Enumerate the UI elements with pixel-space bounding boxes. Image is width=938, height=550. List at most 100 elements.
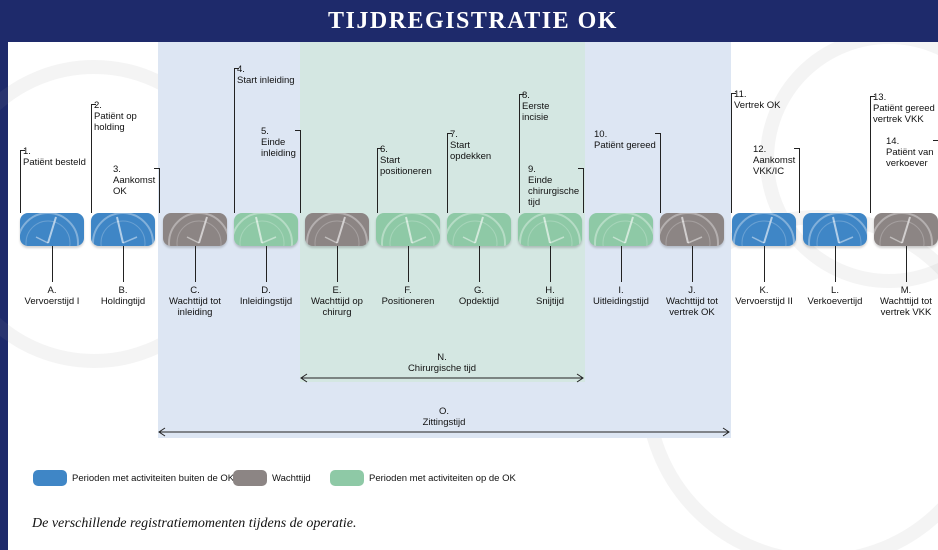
period-label: L. Verkoevertijd	[807, 285, 863, 307]
period-connector	[195, 246, 196, 282]
event-label: 2. Patiënt op holding	[94, 100, 137, 133]
span-label: O. Zittingstijd	[422, 406, 466, 428]
period-label: I. Uitleidingstijd	[593, 285, 649, 307]
period-label: C. Wachttijd tot inleiding	[169, 285, 221, 318]
event-bracket	[519, 94, 524, 95]
event-label: 14. Patiënt van verkoever	[886, 136, 934, 169]
period-tile	[732, 213, 796, 246]
period-connector	[906, 246, 907, 282]
event-label: 3. Aankomst OK	[113, 164, 156, 197]
clock-icon	[594, 213, 653, 246]
clock-icon	[733, 213, 795, 246]
period-label: J. Wachttijd tot vertrek OK	[666, 285, 718, 318]
event-marker-line	[519, 94, 520, 213]
event-bracket	[794, 148, 799, 149]
clock-icon	[306, 213, 368, 246]
legend-swatch-gray	[233, 470, 267, 486]
event-marker-line	[377, 148, 378, 213]
event-label: 8. Eerste incisie	[522, 90, 550, 123]
period-connector	[337, 246, 338, 282]
period-tile	[163, 213, 227, 246]
period-tile	[589, 213, 653, 246]
period-connector	[408, 246, 409, 282]
title-bar: TIJDREGISTRATIE OK	[8, 0, 938, 42]
period-tile	[91, 213, 155, 246]
event-label: 6. Start positioneren	[380, 144, 432, 177]
period-label: B. Holdingtijd	[100, 285, 146, 307]
event-bracket	[20, 150, 25, 151]
event-marker-line	[91, 104, 92, 213]
event-marker-line	[799, 148, 800, 213]
event-marker-line	[870, 96, 871, 213]
event-label: 12. Aankomst VKK/IC	[753, 144, 796, 177]
event-bracket	[91, 104, 96, 105]
period-tile	[874, 213, 938, 246]
clock-icon	[874, 213, 933, 246]
clock-icon	[808, 213, 867, 246]
event-bracket	[578, 168, 583, 169]
period-connector	[479, 246, 480, 282]
period-tile	[803, 213, 867, 246]
period-label: K. Vervoerstijd II	[735, 285, 793, 307]
event-marker-line	[234, 68, 235, 213]
clock-icon	[447, 213, 506, 246]
period-tile	[234, 213, 298, 246]
event-label: 10. Patiënt gereed	[594, 129, 656, 151]
period-label: M. Wachttijd tot vertrek VKK	[880, 285, 932, 318]
event-marker-line	[20, 150, 21, 213]
event-marker-line	[660, 133, 661, 213]
period-tile	[447, 213, 511, 246]
event-label: 13. Patiënt gereed vertrek VKK	[873, 92, 935, 125]
event-bracket	[234, 68, 239, 69]
event-label: 11. Vertrek OK	[734, 89, 781, 111]
event-bracket	[933, 140, 938, 141]
event-label: 7. Start opdekken	[450, 129, 492, 162]
page-title: TIJDREGISTRATIE OK	[328, 8, 618, 34]
period-label: A. Vervoerstijd I	[24, 285, 80, 307]
event-bracket	[447, 133, 452, 134]
period-tile	[518, 213, 582, 246]
period-connector	[52, 246, 53, 282]
event-label: 4. Start inleiding	[237, 64, 295, 86]
figure-caption: De verschillende registratiemomenten tij…	[32, 516, 357, 531]
period-label: E. Wachttijd op chirurg	[311, 285, 363, 318]
period-tile	[305, 213, 369, 246]
clock-icon	[660, 213, 719, 246]
event-marker-line	[731, 93, 732, 213]
event-marker-line	[159, 168, 160, 213]
clock-icon	[519, 213, 581, 246]
event-marker-line	[447, 133, 448, 213]
period-label: H. Snijtijd	[536, 285, 564, 307]
period-connector	[266, 246, 267, 282]
event-label: 9. Einde chirurgische tijd	[528, 164, 580, 208]
event-bracket	[295, 130, 300, 131]
period-label: F. Positioneren	[381, 285, 435, 307]
span-label: N. Chirurgische tijd	[407, 352, 477, 374]
period-label: G. Opdektijd	[458, 285, 500, 307]
period-tile	[660, 213, 724, 246]
event-label: 5. Einde inleiding	[261, 126, 296, 159]
event-bracket	[377, 148, 382, 149]
period-tile	[376, 213, 440, 246]
period-connector	[550, 246, 551, 282]
clock-icon	[381, 213, 440, 246]
legend-label: Perioden met activiteiten op de OK	[369, 473, 516, 484]
event-label: 1. Patiënt besteld	[23, 146, 86, 168]
period-connector	[835, 246, 836, 282]
period-connector	[692, 246, 693, 282]
clock-icon	[234, 213, 293, 246]
period-label: D. Inleidingstijd	[239, 285, 293, 307]
legend-label: Perioden met activiteiten buiten de OK	[72, 473, 235, 484]
clock-icon	[92, 213, 154, 246]
event-bracket	[870, 96, 875, 97]
event-bracket	[655, 133, 660, 134]
period-tile	[20, 213, 84, 246]
surgical-time-panel	[300, 42, 585, 382]
period-connector	[123, 246, 124, 282]
event-bracket	[731, 93, 736, 94]
legend-label: Wachttijd	[272, 473, 311, 484]
event-marker-line	[583, 168, 584, 213]
